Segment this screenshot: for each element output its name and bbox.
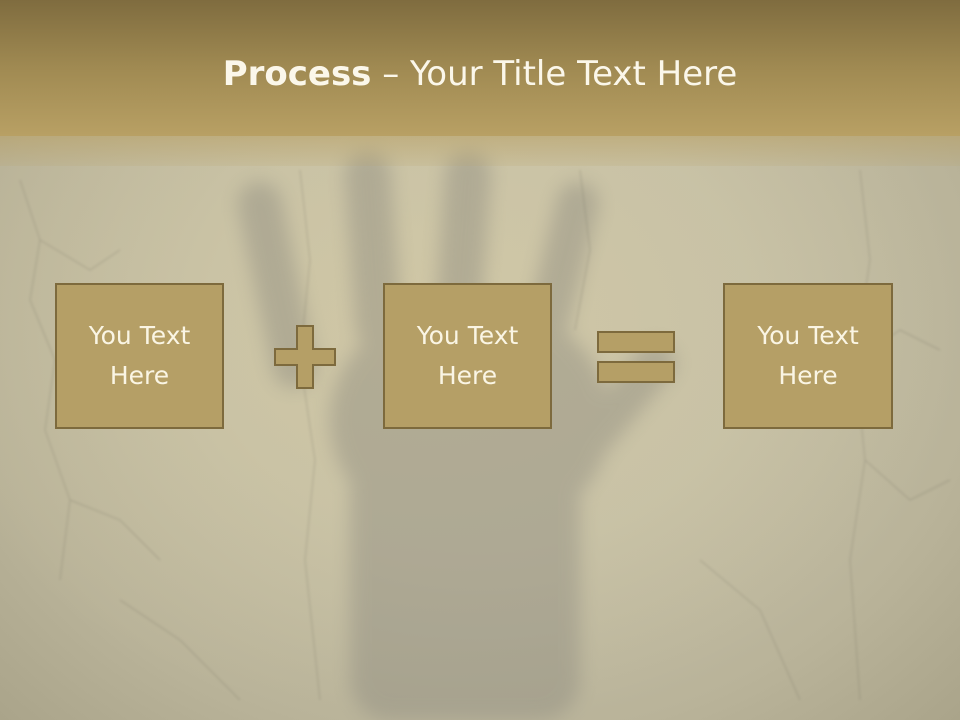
process-step-box-1: You Text Here bbox=[55, 283, 224, 429]
process-step-text-1: You Text Here bbox=[89, 316, 191, 396]
step-1-line-2: Here bbox=[109, 361, 170, 390]
process-step-text-3: You Text Here bbox=[757, 316, 859, 396]
process-step-text-2: You Text Here bbox=[417, 316, 519, 396]
title-rest: – Your Title Text Here bbox=[371, 54, 738, 94]
step-3-line-1: You Text bbox=[757, 321, 859, 350]
process-step-box-2: You Text Here bbox=[383, 283, 552, 429]
slide-title: Process – Your Title Text Here bbox=[0, 52, 960, 96]
title-bar-fade bbox=[0, 136, 960, 166]
title-bar bbox=[0, 0, 960, 136]
equals-icon bbox=[597, 331, 675, 383]
plus-icon bbox=[274, 325, 336, 389]
process-step-box-3: You Text Here bbox=[723, 283, 893, 429]
step-3-line-2: Here bbox=[778, 361, 838, 390]
title-bold: Process bbox=[222, 54, 372, 94]
step-2-line-2: Here bbox=[437, 361, 498, 390]
step-1-line-1: You Text bbox=[88, 321, 191, 350]
step-2-line-1: You Text bbox=[416, 321, 519, 350]
